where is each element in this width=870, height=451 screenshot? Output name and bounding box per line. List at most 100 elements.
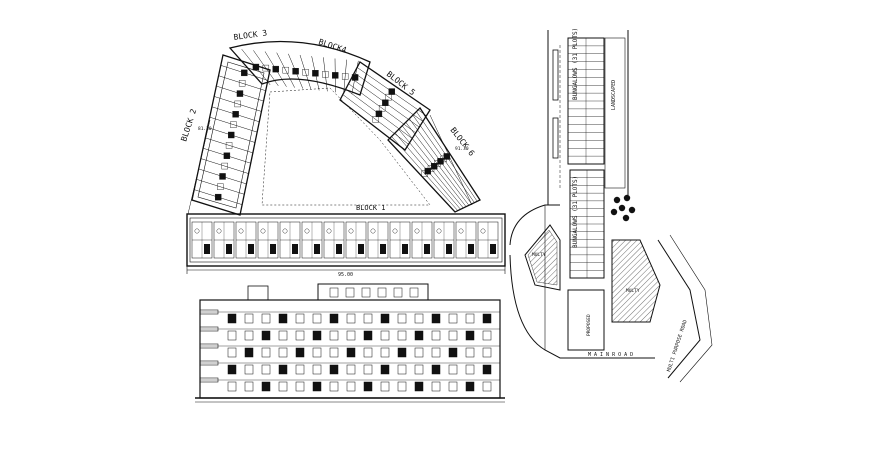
fixture <box>194 228 200 234</box>
unit-core <box>312 70 319 77</box>
block-2-label: BLOCK 2 <box>179 108 198 143</box>
window <box>312 381 322 392</box>
window <box>397 364 407 375</box>
unit-core <box>241 69 248 77</box>
window <box>295 330 305 341</box>
window <box>261 364 271 375</box>
window <box>312 347 322 358</box>
block-3-label: BLOCK 3 <box>233 28 268 42</box>
balcony <box>199 326 219 332</box>
multy-left-label: MULTY <box>532 252 546 258</box>
block-3-4 <box>228 40 371 96</box>
fixture <box>392 228 398 234</box>
window <box>431 347 441 358</box>
unit-divider <box>391 136 458 211</box>
unit-divider <box>205 137 253 154</box>
window <box>465 330 475 341</box>
unit-divider <box>354 72 424 122</box>
stair-core <box>402 244 408 254</box>
stair-core <box>314 244 320 254</box>
unit-core <box>262 64 270 72</box>
window <box>346 364 356 375</box>
right-wing-dim: 91.30 <box>455 146 469 152</box>
bungalows-mid-label: BUNGALOWS (31 PLOTS) <box>572 176 579 248</box>
roof-window <box>345 287 355 298</box>
location-plan: BUNGALOWS (31 PLOTS) BUNGALOWS (31 PLOTS… <box>509 28 713 383</box>
window <box>261 330 271 341</box>
tree <box>622 214 630 222</box>
main-road-label: M A I N R O A D <box>588 352 633 358</box>
window <box>295 381 305 392</box>
window <box>346 347 356 358</box>
window <box>465 364 475 375</box>
unit-core <box>230 121 237 128</box>
landscaped-label: LANDSCAPED <box>611 80 617 110</box>
window <box>431 364 441 375</box>
window <box>278 381 288 392</box>
window <box>448 347 458 358</box>
window <box>295 347 305 358</box>
stair-core <box>468 244 474 254</box>
window <box>227 347 237 358</box>
unit-core <box>382 99 389 106</box>
unit-core <box>232 111 239 118</box>
stair-core <box>336 244 342 254</box>
block-1 <box>186 213 506 274</box>
block-6-label: BLOCK 6 <box>448 126 476 158</box>
unit-core <box>302 69 309 76</box>
fixture <box>348 228 354 234</box>
window <box>482 364 492 375</box>
site-plan: BLOCK 3 BLOCK4 BLOCK 5 BLOCK 6 BLOCK 2 B… <box>179 28 506 278</box>
window <box>380 330 390 341</box>
window <box>482 330 492 341</box>
fixture <box>458 228 464 234</box>
stair-core <box>270 244 276 254</box>
fixture <box>326 228 332 234</box>
fixture <box>304 228 310 234</box>
window <box>244 364 254 375</box>
window <box>227 364 237 375</box>
fixture <box>260 228 266 234</box>
window <box>329 381 339 392</box>
tree <box>613 196 621 204</box>
unit-core <box>214 193 222 201</box>
block-6 <box>387 106 481 213</box>
window <box>295 313 305 324</box>
window <box>329 364 339 375</box>
window <box>312 330 322 341</box>
window <box>397 313 407 324</box>
stair-core <box>292 244 298 254</box>
tree <box>618 204 626 212</box>
roof-window <box>361 287 371 298</box>
window <box>295 364 305 375</box>
unit-divider <box>348 83 416 134</box>
tree <box>610 208 618 216</box>
unit-core <box>217 183 224 190</box>
stair-core <box>380 244 386 254</box>
fixture <box>238 228 244 234</box>
unit-divider <box>214 96 262 112</box>
window <box>227 313 237 324</box>
window <box>346 330 356 341</box>
unit-core <box>372 116 379 123</box>
window <box>312 364 322 375</box>
stair-core <box>204 244 210 254</box>
unit-core <box>282 66 289 74</box>
roof-window <box>409 287 419 298</box>
window <box>363 330 373 341</box>
window <box>227 330 237 341</box>
unit-core <box>223 152 231 159</box>
window <box>278 347 288 358</box>
window <box>278 313 288 324</box>
window <box>346 313 356 324</box>
unit-core <box>234 100 241 108</box>
stair-core <box>358 244 364 254</box>
balcony <box>199 360 219 366</box>
window <box>448 330 458 341</box>
window <box>465 313 475 324</box>
stair-core <box>424 244 430 254</box>
window <box>380 381 390 392</box>
unit-core <box>378 105 386 112</box>
